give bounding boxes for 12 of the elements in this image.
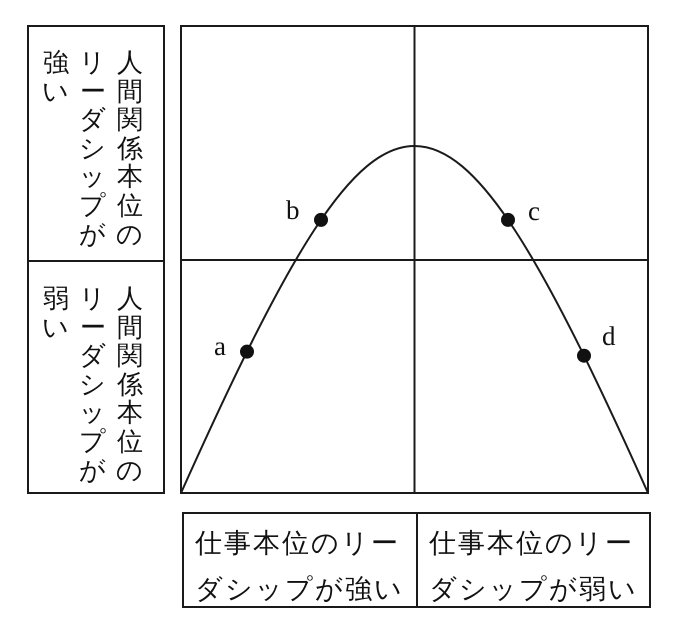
label-panel [182, 512, 418, 608]
label-panel [27, 260, 165, 494]
label-panel [416, 512, 651, 608]
vertical-label: 人間関係本位のリーダシップが弱い [43, 285, 143, 486]
vertical-label: 人間関係本位のリーダシップが強い [43, 49, 143, 250]
point-label: a [214, 333, 226, 360]
label-panel [27, 25, 165, 262]
point-label: d [602, 323, 616, 350]
axis-label: 仕事本位のリーダシップが弱い [429, 527, 639, 608]
axis-label: 仕事本位のリーダシップが強い [195, 527, 405, 608]
point-label: b [286, 197, 300, 224]
point-label: c [528, 198, 540, 225]
